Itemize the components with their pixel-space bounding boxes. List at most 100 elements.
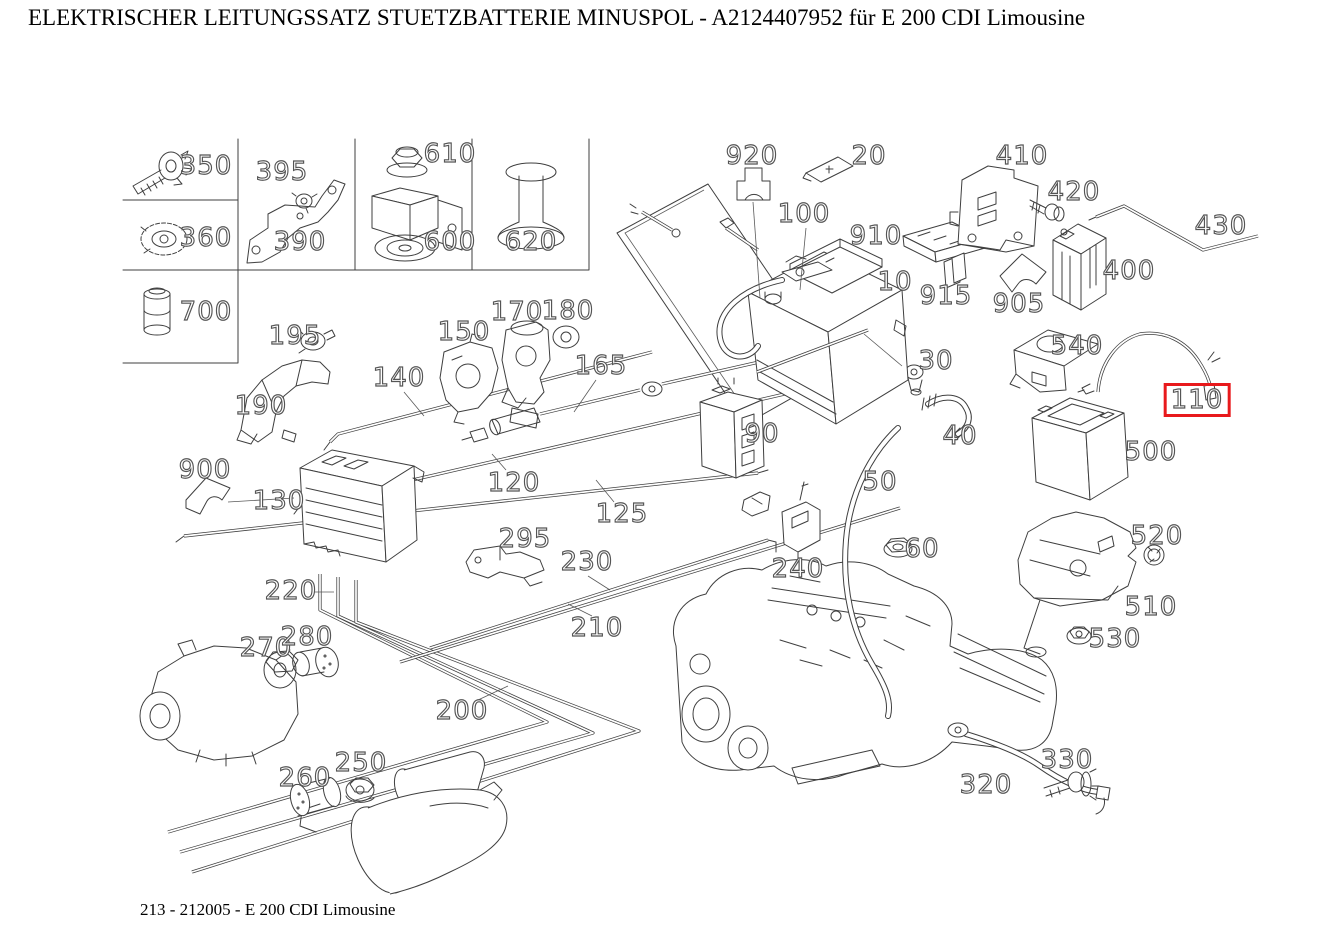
part-label-320[interactable]: 320 — [959, 770, 1013, 800]
duct-190-drawing — [236, 359, 331, 445]
part-label-295[interactable]: 295 — [498, 524, 552, 554]
page-title: ELEKTRISCHER LEITUNGSSATZ STUETZBATTERIE… — [28, 5, 1086, 30]
cable-125-drawing — [175, 469, 769, 543]
part-label-520[interactable]: 520 — [1130, 521, 1184, 551]
plate-20-drawing — [802, 156, 854, 183]
part-label-610[interactable]: 610 — [423, 139, 477, 169]
grommet-620-drawing — [497, 162, 565, 250]
part-label-400[interactable]: 400 — [1102, 256, 1156, 286]
part-label-360[interactable]: 360 — [179, 223, 233, 253]
holder-240-drawing — [741, 481, 821, 567]
part-label-500[interactable]: 500 — [1124, 437, 1178, 467]
bolt-420-drawing — [1029, 199, 1065, 222]
cover-540-drawing — [1009, 329, 1099, 393]
tag-905-drawing — [999, 253, 1047, 293]
part-label-50[interactable]: 50 — [862, 467, 898, 497]
part-label-395[interactable]: 395 — [255, 157, 309, 187]
part-label-280[interactable]: 280 — [280, 622, 334, 652]
footer-caption: 213 - 212005 - E 200 CDI Limousine — [140, 900, 396, 919]
tray-510-drawing — [1017, 511, 1137, 658]
elbow-40-drawing — [921, 393, 972, 441]
part-label-120[interactable]: 120 — [487, 468, 541, 498]
bolt-350-drawing — [132, 150, 193, 196]
part-label-40[interactable]: 40 — [942, 421, 978, 451]
fuse-915-drawing — [943, 252, 967, 289]
part-label-250[interactable]: 250 — [334, 748, 388, 778]
part-label-180[interactable]: 180 — [541, 296, 595, 326]
bolt-330-drawing — [1043, 768, 1100, 801]
part-label-210[interactable]: 210 — [570, 613, 624, 643]
starter-drawing — [299, 751, 508, 895]
nut-250-drawing — [345, 777, 375, 803]
nut-360-drawing — [140, 222, 188, 256]
cap-280-drawing — [292, 646, 339, 678]
part-label-100[interactable]: 100 — [777, 199, 831, 229]
bracket-410-drawing — [949, 165, 1039, 253]
part-label-510[interactable]: 510 — [1124, 592, 1178, 622]
sam-box-130-drawing — [299, 449, 425, 563]
nut-60-drawing — [883, 537, 913, 558]
part-label-190[interactable]: 190 — [234, 391, 288, 421]
part-label-700[interactable]: 700 — [179, 297, 233, 327]
part-label-350[interactable]: 350 — [179, 151, 233, 181]
box-400-drawing — [1052, 223, 1107, 311]
nut-270-drawing — [263, 650, 299, 689]
part-label-240[interactable]: 240 — [771, 554, 825, 584]
nut-530-drawing — [1066, 626, 1092, 645]
part-label-430[interactable]: 430 — [1194, 211, 1248, 241]
bracket-390-drawing — [246, 179, 346, 264]
grommet-180-drawing — [552, 325, 580, 349]
relay-600-drawing — [371, 187, 463, 262]
hose-50-drawing — [842, 425, 901, 719]
leader-lines — [312, 201, 903, 701]
part-label-220[interactable]: 220 — [264, 576, 318, 606]
tag-900-drawing — [185, 477, 295, 515]
bracket-295-drawing — [465, 545, 545, 587]
part-label-540[interactable]: 540 — [1050, 331, 1104, 361]
part-label-920[interactable]: 920 — [725, 141, 779, 171]
connector-920-drawing — [736, 167, 771, 201]
part-150-drawing — [439, 333, 499, 425]
part-170-drawing — [501, 320, 551, 429]
nut-395-drawing — [291, 192, 318, 214]
part-label-390[interactable]: 390 — [273, 227, 327, 257]
part-label-420[interactable]: 420 — [1047, 177, 1101, 207]
parts-grid — [122, 138, 590, 364]
cable-430-drawing — [1088, 204, 1259, 252]
part-label-30[interactable]: 30 — [918, 346, 954, 376]
part-label-90[interactable]: 90 — [744, 419, 780, 449]
part-label-600[interactable]: 600 — [423, 227, 477, 257]
part-label-195[interactable]: 195 — [268, 321, 322, 351]
sleeve-700-drawing — [143, 287, 171, 336]
part-label-915[interactable]: 915 — [919, 281, 973, 311]
part-label-170[interactable]: 170 — [490, 297, 544, 327]
cable-140-drawing — [323, 350, 653, 451]
part-label-900[interactable]: 900 — [178, 455, 232, 485]
part-label-270[interactable]: 270 — [239, 633, 293, 663]
part-label-10[interactable]: 10 — [877, 267, 913, 297]
part-label-910[interactable]: 910 — [849, 221, 903, 251]
part-label-60[interactable]: 60 — [904, 534, 940, 564]
battery-500-drawing — [1031, 397, 1129, 501]
part-label-410[interactable]: 410 — [995, 141, 1049, 171]
part-label-200[interactable]: 200 — [435, 696, 489, 726]
nut-610-drawing — [386, 146, 428, 178]
nut-520-drawing — [1143, 544, 1165, 566]
part-label-110[interactable]: 110 — [1163, 383, 1231, 417]
part-label-125[interactable]: 125 — [595, 499, 649, 529]
part-label-230[interactable]: 230 — [560, 547, 614, 577]
part-label-130[interactable]: 130 — [252, 486, 306, 516]
clamp-100-drawing — [629, 203, 835, 360]
part-label-165[interactable]: 165 — [574, 351, 628, 381]
part-label-150[interactable]: 150 — [437, 317, 491, 347]
part-label-330[interactable]: 330 — [1040, 745, 1094, 775]
part-label-20[interactable]: 20 — [851, 141, 887, 171]
part-label-260[interactable]: 260 — [278, 763, 332, 793]
part-label-620[interactable]: 620 — [504, 227, 558, 257]
part-label-905[interactable]: 905 — [992, 289, 1046, 319]
part-label-140[interactable]: 140 — [372, 363, 426, 393]
part-label-530[interactable]: 530 — [1088, 624, 1142, 654]
